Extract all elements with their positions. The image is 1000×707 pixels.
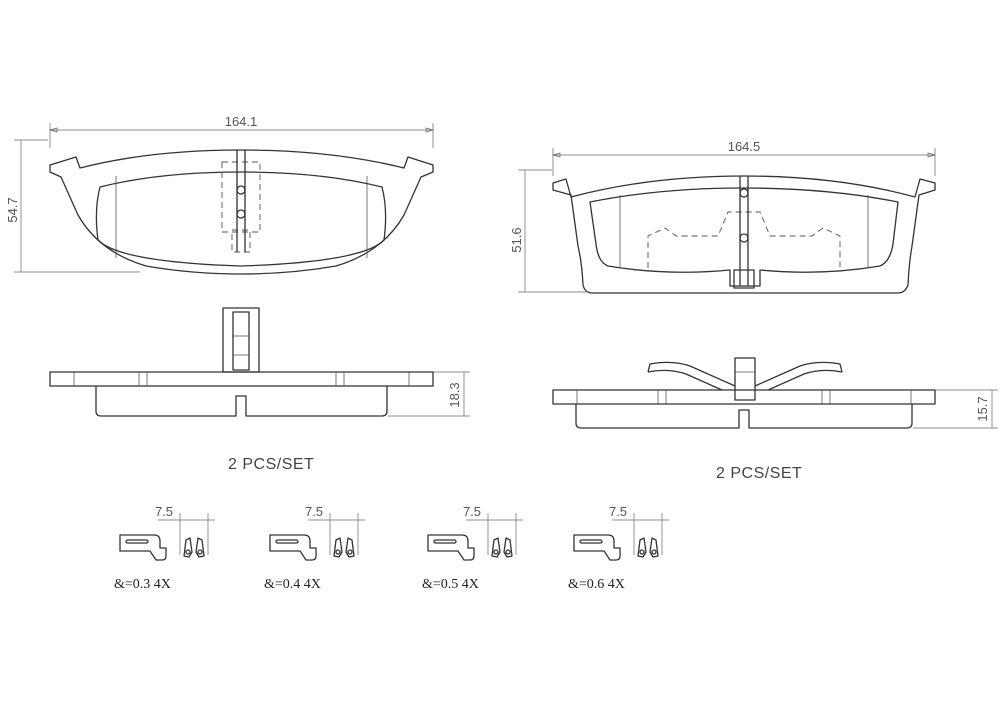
right-width-text: 164.5 xyxy=(728,139,761,154)
shim-dim-text: 7.5 xyxy=(155,504,173,519)
right-height-text: 51.6 xyxy=(509,227,524,252)
left-pad-side-view xyxy=(49,307,434,417)
left-thickness-text: 18.3 xyxy=(447,382,462,407)
shim-item: 7.5 &=0.3 4X xyxy=(114,504,215,592)
shim-label: &=0.6 4X xyxy=(568,577,625,592)
left-pad-thickness-dimension: 18.3 xyxy=(388,371,470,417)
left-height-text: 54.7 xyxy=(5,197,20,222)
shim-label: &=0.3 4X xyxy=(114,577,171,592)
right-pad-width-dimension: 164.5 xyxy=(551,139,937,176)
right-pad-thickness-dimension: 15.7 xyxy=(913,389,998,429)
right-pad-side-view xyxy=(552,357,936,429)
shim-dim-text: 7.5 xyxy=(463,504,481,519)
right-qty-label: 2 PCS/SET xyxy=(716,465,802,482)
left-pad-height-dimension: 54.7 xyxy=(5,139,140,273)
shim-item: 7.5 &=0.4 4X xyxy=(264,504,365,592)
right-thickness-text: 15.7 xyxy=(975,396,990,421)
shim-dim-text: 7.5 xyxy=(609,504,627,519)
right-pad-front-view xyxy=(552,175,936,294)
right-pad-height-dimension: 51.6 xyxy=(509,169,590,293)
left-width-text: 164.1 xyxy=(225,114,258,129)
shim-item: 7.5 &=0.6 4X xyxy=(568,504,669,592)
left-pad-front-view xyxy=(49,149,434,275)
shim-item: 7.5 &=0.5 4X xyxy=(422,504,523,592)
left-pad-width-dimension: 164.1 xyxy=(48,114,435,148)
left-qty-label: 2 PCS/SET xyxy=(228,456,314,473)
shim-dim-text: 7.5 xyxy=(305,504,323,519)
shim-label: &=0.4 4X xyxy=(264,577,321,592)
shim-label: &=0.5 4X xyxy=(422,577,479,592)
